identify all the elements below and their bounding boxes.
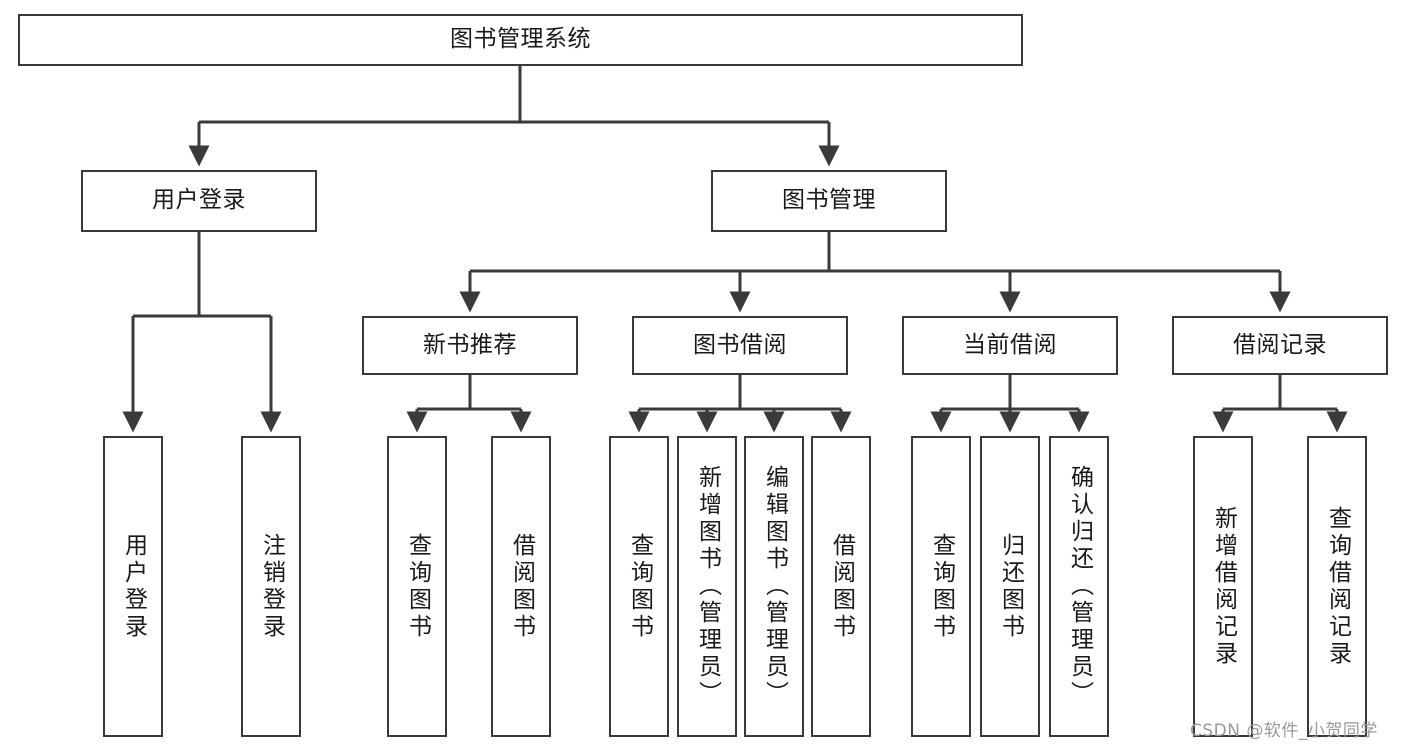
node-leaf-query-book-3[interactable]: 查询图书 <box>911 436 971 737</box>
node-leaf-add-book[interactable]: 新增图书（管理员） <box>677 436 737 737</box>
node-book-manage-label: 图书管理 <box>782 187 876 214</box>
node-leaf-return-book[interactable]: 归还图书 <box>980 436 1040 737</box>
node-current-borrow-label: 当前借阅 <box>963 331 1057 358</box>
node-book-borrow[interactable]: 图书借阅 <box>632 316 848 375</box>
node-new-book-recommend-label: 新书推荐 <box>423 331 517 358</box>
node-leaf-query-book-1-label: 查询图书 <box>404 532 431 641</box>
node-leaf-query-book-3-label: 查询图书 <box>928 532 955 641</box>
node-leaf-user-login[interactable]: 用户登录 <box>103 436 163 737</box>
node-current-borrow[interactable]: 当前借阅 <box>902 316 1118 375</box>
node-leaf-edit-book[interactable]: 编辑图书（管理员） <box>744 436 804 737</box>
node-leaf-borrow-book-2[interactable]: 借阅图书 <box>811 436 871 737</box>
node-leaf-add-record[interactable]: 新增借阅记录 <box>1193 436 1253 737</box>
node-leaf-borrow-book-2-label: 借阅图书 <box>828 532 855 641</box>
node-leaf-confirm-return[interactable]: 确认归还（管理员） <box>1049 436 1109 737</box>
node-leaf-query-book-1[interactable]: 查询图书 <box>387 436 447 737</box>
node-leaf-query-book-2[interactable]: 查询图书 <box>609 436 669 737</box>
node-book-borrow-label: 图书借阅 <box>693 331 787 358</box>
node-leaf-logout-label: 注销登录 <box>258 532 285 641</box>
node-root[interactable]: 图书管理系统 <box>18 14 1023 66</box>
node-leaf-return-book-label: 归还图书 <box>997 532 1024 641</box>
node-leaf-user-login-label: 用户登录 <box>120 532 147 641</box>
node-leaf-query-book-2-label: 查询图书 <box>626 532 653 641</box>
node-borrow-record-label: 借阅记录 <box>1233 331 1327 358</box>
node-leaf-borrow-book-1-label: 借阅图书 <box>508 532 535 641</box>
node-leaf-add-book-label: 新增图书（管理员） <box>694 465 721 708</box>
watermark: CSDN @软件_小贺同学 <box>1190 721 1378 741</box>
node-leaf-query-record-label: 查询借阅记录 <box>1324 505 1351 668</box>
node-user-login[interactable]: 用户登录 <box>81 170 317 232</box>
node-book-manage[interactable]: 图书管理 <box>711 170 947 232</box>
node-leaf-query-record[interactable]: 查询借阅记录 <box>1307 436 1367 737</box>
node-borrow-record[interactable]: 借阅记录 <box>1172 316 1388 375</box>
node-leaf-borrow-book-1[interactable]: 借阅图书 <box>491 436 551 737</box>
node-user-login-label: 用户登录 <box>152 187 246 214</box>
node-leaf-edit-book-label: 编辑图书（管理员） <box>761 465 788 708</box>
node-leaf-confirm-return-label: 确认归还（管理员） <box>1066 465 1093 708</box>
node-leaf-add-record-label: 新增借阅记录 <box>1210 505 1237 668</box>
node-new-book-recommend[interactable]: 新书推荐 <box>362 316 578 375</box>
node-leaf-logout[interactable]: 注销登录 <box>241 436 301 737</box>
node-root-label: 图书管理系统 <box>450 26 591 53</box>
